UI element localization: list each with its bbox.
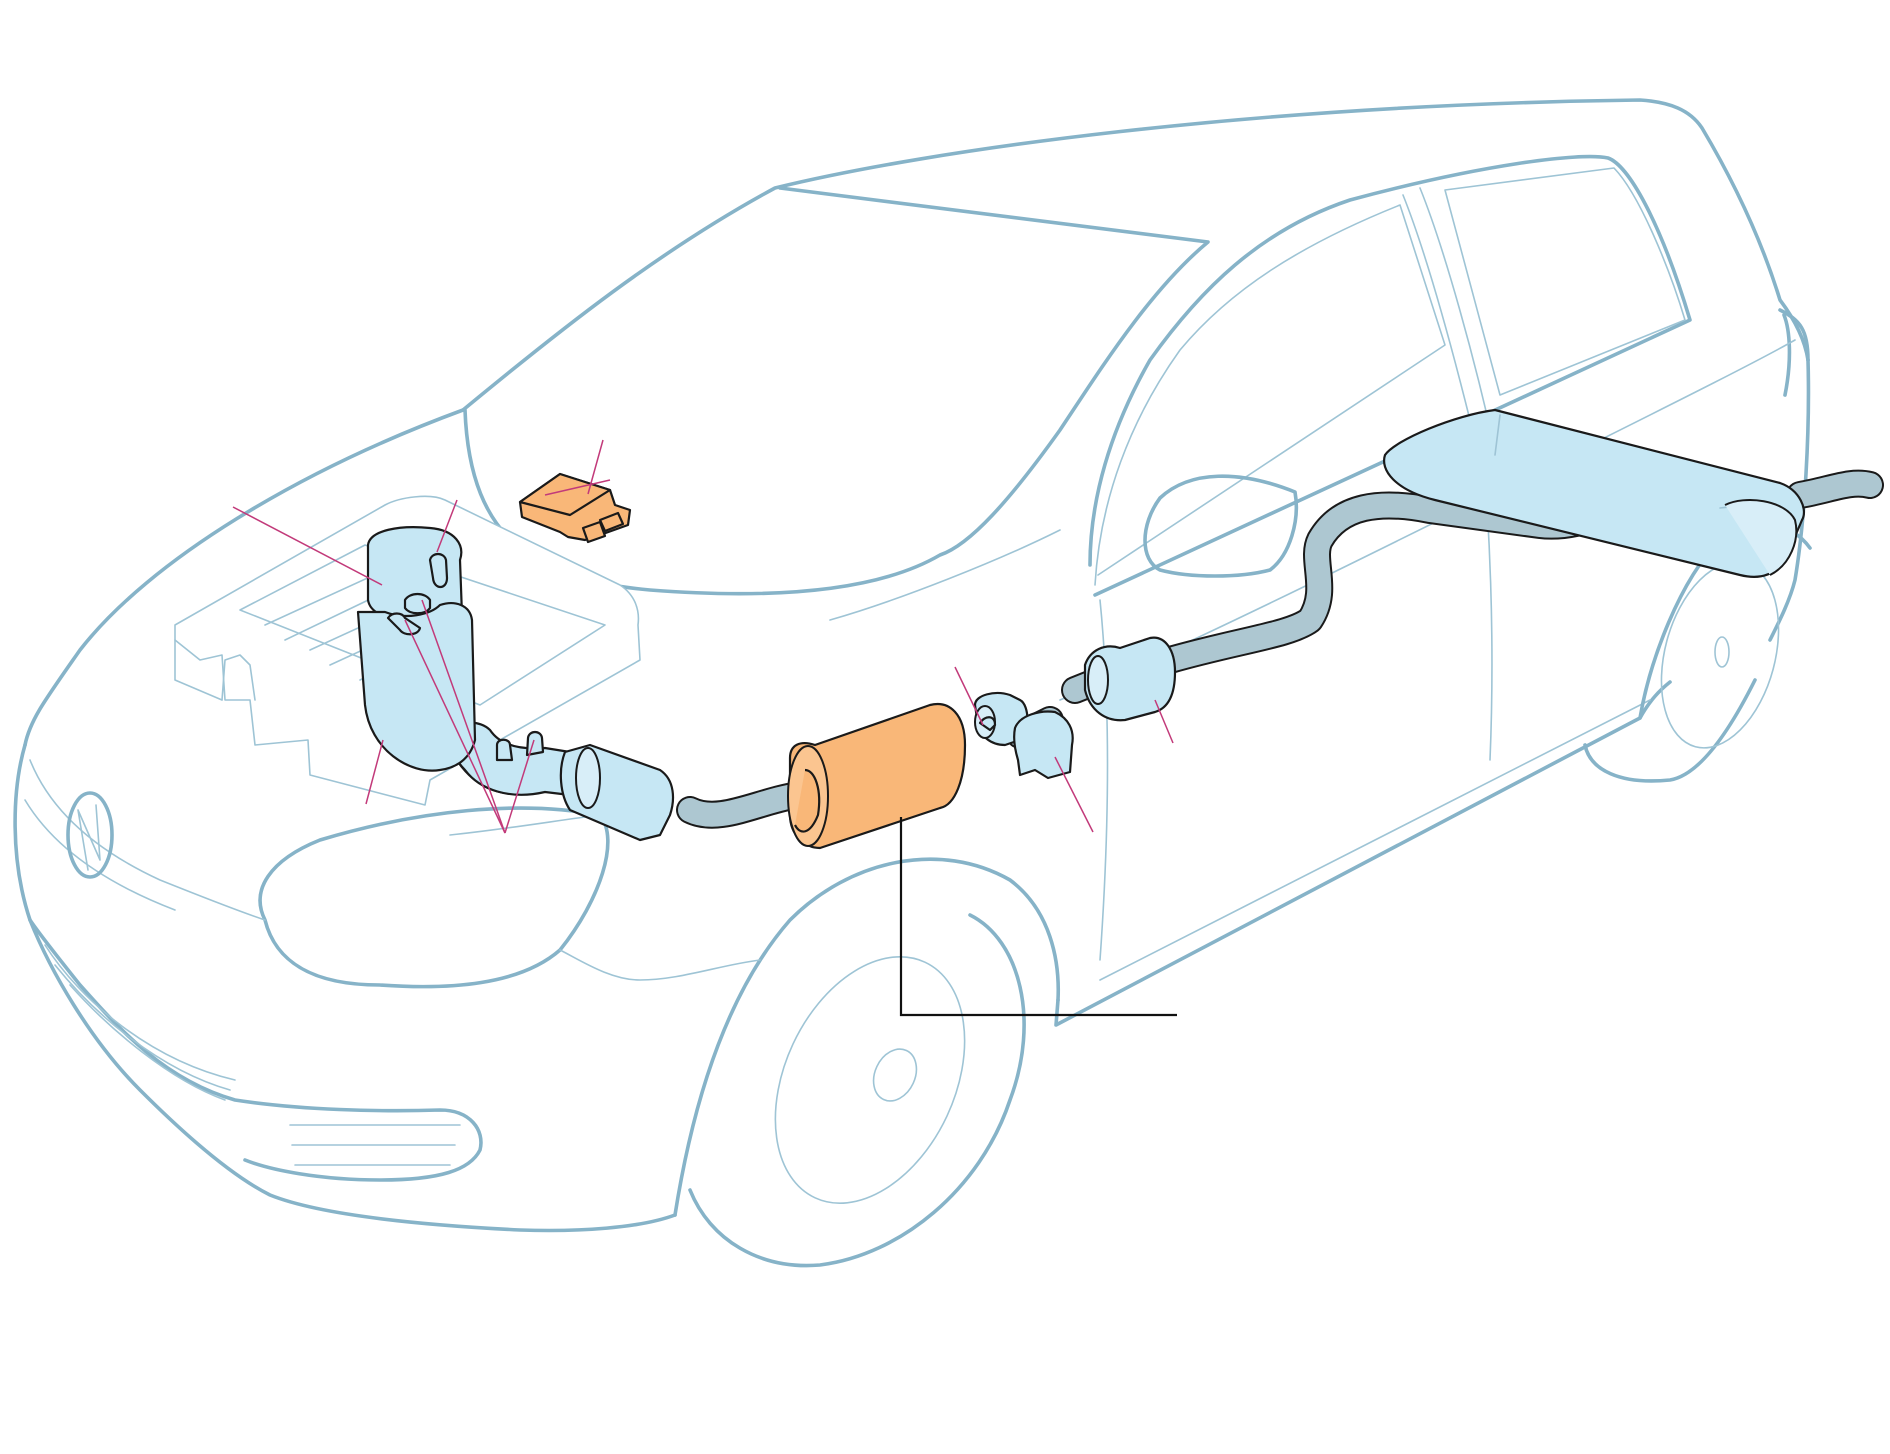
rear-quarter bbox=[1768, 358, 1811, 642]
front-bumper bbox=[13, 743, 677, 1233]
brand-badge bbox=[66, 791, 114, 879]
oxygen-sensor-boss-2 bbox=[525, 730, 545, 757]
rear-wheel bbox=[1660, 561, 1780, 749]
front-door-window bbox=[1094, 204, 1446, 586]
side-sill bbox=[1054, 680, 1672, 1027]
leader-lines bbox=[232, 439, 1174, 834]
roof-outline bbox=[461, 98, 1810, 412]
front-wheel-arch bbox=[673, 857, 1061, 1217]
leader-sensor-c bbox=[504, 739, 535, 834]
leader-sensor-a bbox=[404, 619, 506, 834]
leader-downstream-sensor bbox=[954, 666, 984, 726]
rear-door-window bbox=[1444, 167, 1686, 396]
rear-tire bbox=[1583, 678, 1757, 783]
leader-turbocharger bbox=[232, 506, 383, 586]
oxygen-sensor-boss-1 bbox=[495, 738, 514, 762]
hood-outline bbox=[23, 408, 465, 747]
callout-catalytic-converter bbox=[899, 817, 1177, 1017]
front-hub bbox=[872, 1048, 918, 1102]
rear-hub bbox=[1714, 636, 1730, 668]
middle-silencer bbox=[1083, 636, 1177, 722]
leader-manifold bbox=[365, 739, 384, 805]
control-unit bbox=[518, 472, 632, 544]
front-tire bbox=[688, 913, 1026, 1268]
side-mirror bbox=[1143, 474, 1299, 578]
headlight bbox=[258, 806, 610, 989]
exhaust-system bbox=[356, 408, 1884, 850]
front-wheel bbox=[774, 956, 966, 1204]
sensor-bracket bbox=[1013, 710, 1074, 780]
leader-turbo-sensor bbox=[436, 499, 458, 553]
leader-control-unit bbox=[587, 439, 604, 495]
grille bbox=[29, 759, 266, 921]
side-window-frame bbox=[1088, 154, 1692, 597]
rear-muffler bbox=[1383, 408, 1806, 578]
leader-sensor-bracket bbox=[1054, 756, 1094, 833]
leader-sensor-b bbox=[421, 599, 506, 834]
leader-middle-silencer bbox=[1154, 699, 1174, 744]
